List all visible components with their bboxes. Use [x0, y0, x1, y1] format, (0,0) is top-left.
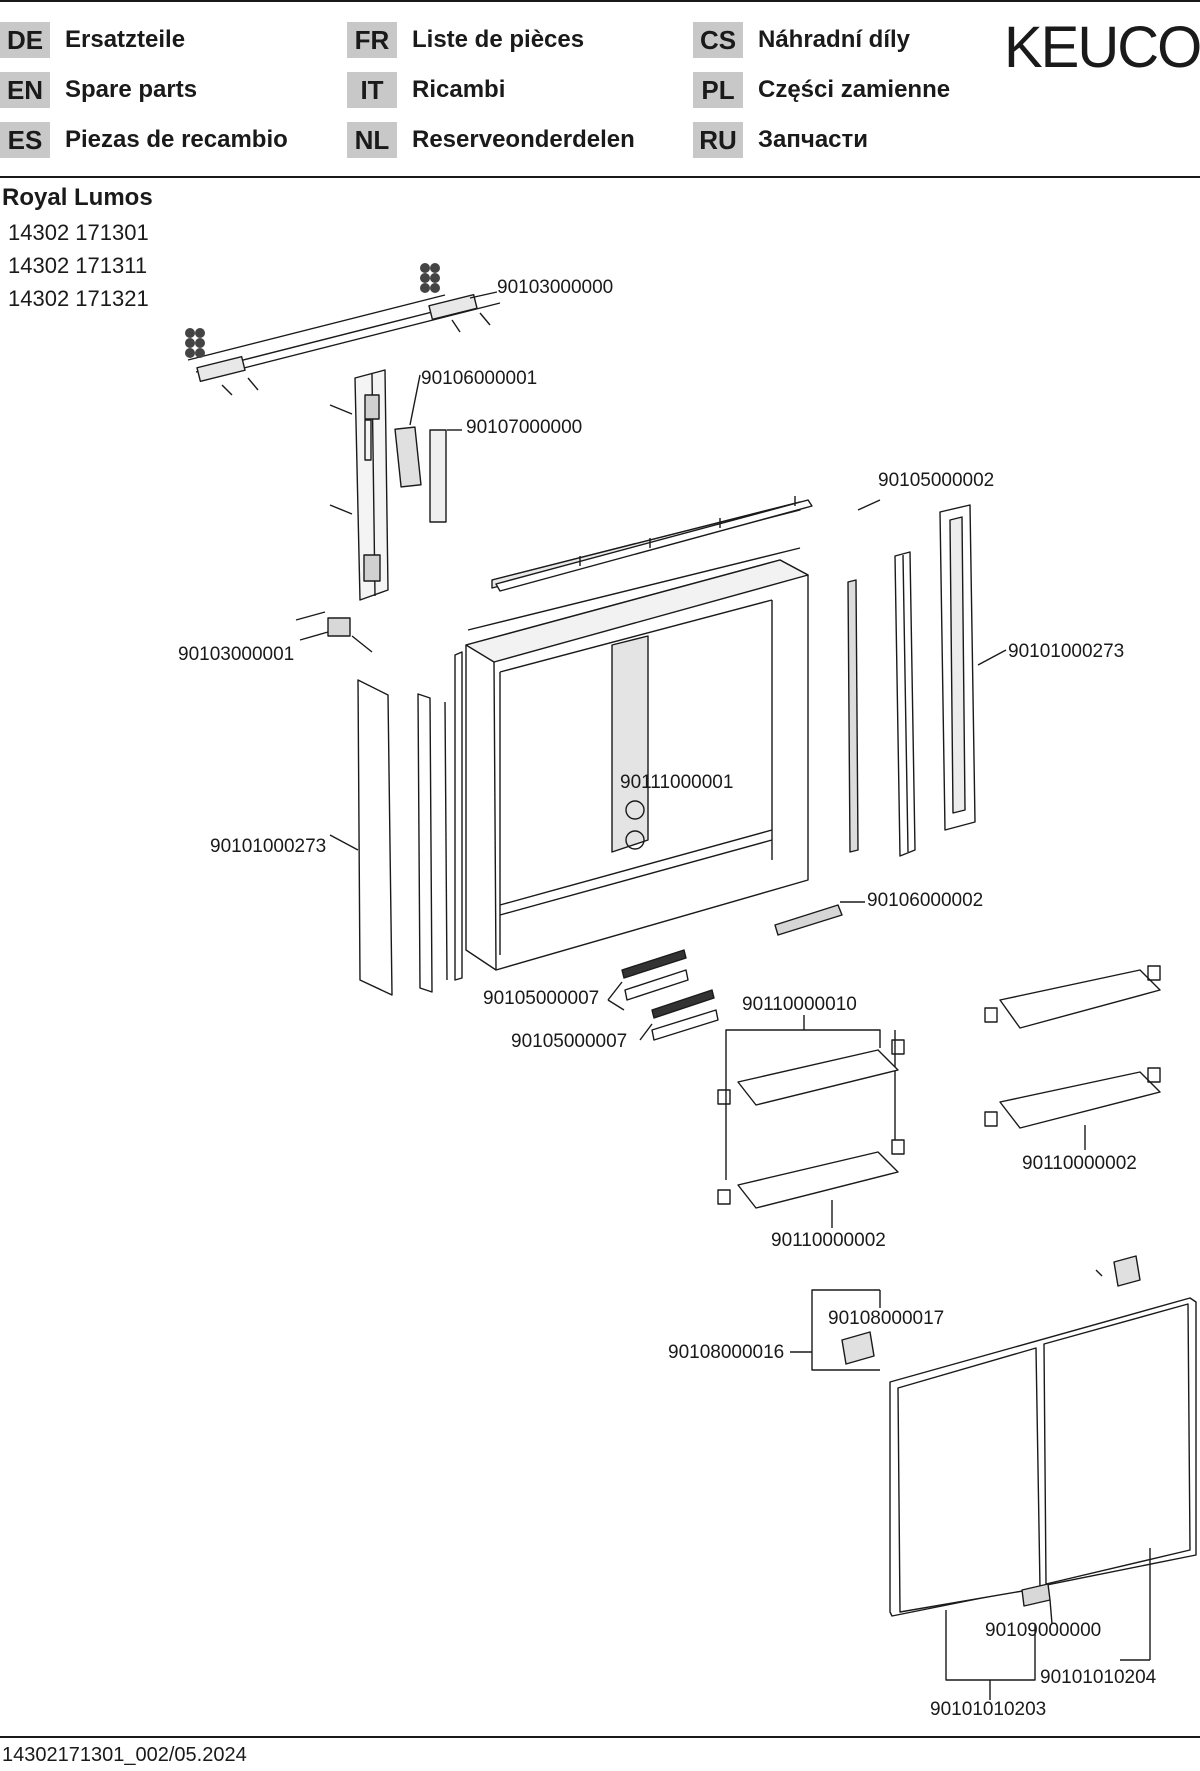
- lang-label-de: Ersatzteile: [65, 26, 186, 53]
- document-number: 14302171301_002/05.2024: [2, 1744, 247, 1766]
- side-panel-right-drawing: [939, 504, 1007, 831]
- lang-label-ru: Запчасти: [758, 126, 869, 153]
- lang-row-cs: CS Náhradní díly: [693, 22, 910, 58]
- control-profile-drawing: [329, 369, 462, 601]
- part-number-label: 90105000002: [878, 470, 994, 491]
- lang-code-en: EN: [0, 72, 50, 108]
- part-number-label: 90101000273: [1008, 641, 1124, 662]
- top-rule: [0, 0, 1200, 2]
- lang-label-it: Ricambi: [412, 76, 506, 103]
- lang-code-cs: CS: [693, 22, 743, 58]
- lang-row-ru: RU Запчасти: [693, 122, 868, 158]
- part-number-label: 90111000001: [620, 772, 733, 793]
- lang-code-it: IT: [347, 72, 397, 108]
- part-number-label: 90105000007: [511, 1031, 627, 1052]
- cabinet-body-drawing: [454, 501, 809, 981]
- product-name: Royal Lumos: [2, 184, 153, 211]
- part-number-label: 90109000000: [985, 1620, 1101, 1641]
- lang-row-es: ES Piezas de recambio: [0, 122, 288, 158]
- header-rule: [0, 176, 1200, 178]
- part-number-label: 90101010203: [930, 1699, 1046, 1720]
- article-number: 14302 171301: [8, 220, 149, 245]
- top-strip-drawing: [495, 496, 813, 592]
- part-number-label: 90110000010: [742, 994, 857, 1015]
- lang-code-nl: NL: [347, 122, 397, 158]
- article-number: 14302 171311: [8, 253, 148, 278]
- lang-label-en: Spare parts: [65, 76, 198, 103]
- lang-row-it: IT Ricambi: [347, 72, 505, 108]
- part-number-label: 90103000000: [497, 277, 613, 298]
- mounting-bar-drawing: [185, 263, 501, 396]
- lang-code-pl: PL: [693, 72, 743, 108]
- lang-row-de: DE Ersatzteile: [0, 22, 185, 58]
- part-number-label: 90110000002: [771, 1230, 886, 1251]
- lang-label-pl: Części zamienne: [758, 76, 951, 103]
- lang-row-en: EN Spare parts: [0, 72, 197, 108]
- part-number-label: 90106000002: [867, 890, 983, 911]
- lang-row-fr: FR Liste de pièces: [347, 22, 584, 58]
- lang-label-cs: Náhradní díly: [758, 26, 911, 53]
- keuco-logo: KEUCO: [1004, 15, 1200, 80]
- side-panel-left-drawing: [329, 679, 448, 996]
- part-number-label: 90105000007: [483, 988, 599, 1009]
- part-number-label: 90101010204: [1040, 1667, 1157, 1688]
- doors-drawing: [889, 1297, 1197, 1700]
- part-number-label: 90108000016: [668, 1342, 784, 1363]
- part-number-label: 90108000017: [828, 1308, 944, 1329]
- lang-code-es: ES: [0, 122, 50, 158]
- part-number-label: 90106000001: [421, 368, 537, 389]
- footer-rule: [0, 1736, 1200, 1738]
- lang-label-es: Piezas de recambio: [65, 126, 288, 153]
- article-number: 14302 171321: [8, 286, 149, 311]
- hinges-drawing: [790, 1255, 1141, 1371]
- shelves-right-drawing: [984, 965, 1161, 1150]
- led-profiles-drawing: [607, 949, 719, 1041]
- switch-unit-drawing: [774, 901, 865, 936]
- part-number-label: 90110000002: [1022, 1153, 1137, 1174]
- right-profile-drawing: [894, 551, 916, 857]
- lang-code-fr: FR: [347, 22, 397, 58]
- led-strip-right-drawing: [847, 499, 881, 853]
- bracket-drawing: [295, 611, 373, 653]
- part-number-label: 90103000001: [178, 644, 294, 665]
- lang-row-nl: NL Reserveonderdelen: [347, 122, 635, 158]
- lang-label-fr: Liste de pièces: [412, 26, 585, 53]
- lang-code-de: DE: [0, 22, 50, 58]
- lang-row-pl: PL Części zamienne: [693, 72, 950, 108]
- part-number-label: 90101000273: [210, 836, 326, 857]
- shelf-set-drawing: [717, 1015, 905, 1228]
- part-number-label: 90107000000: [466, 417, 582, 438]
- lang-code-ru: RU: [693, 122, 743, 158]
- lang-label-nl: Reserveonderdelen: [412, 126, 635, 153]
